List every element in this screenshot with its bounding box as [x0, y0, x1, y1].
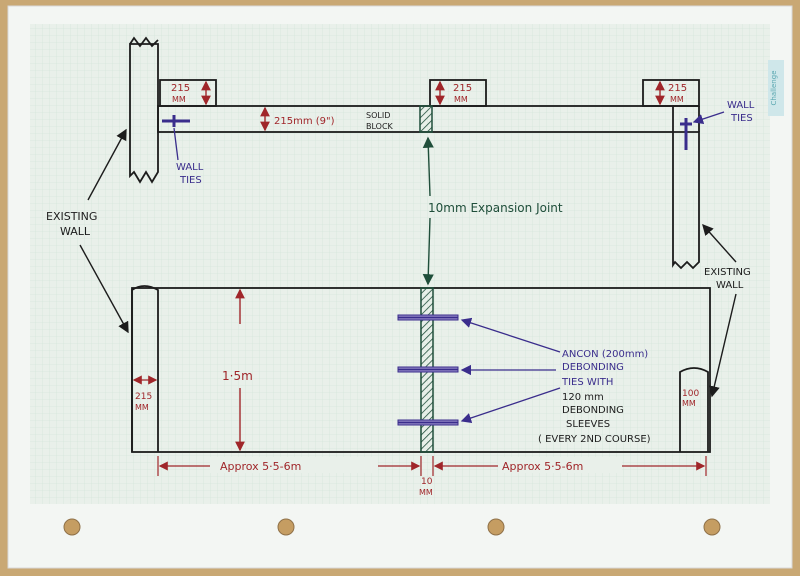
existing-wall-left-2: WALL [60, 225, 91, 238]
existing-wall-left [129, 43, 159, 184]
end-pier-right-elevation [679, 367, 709, 452]
pier-left-plan [159, 79, 217, 107]
end-pier-left-unit: MM [135, 403, 149, 412]
joint-width-value: 10 [421, 477, 433, 487]
wall-ties-right-2: TIES [730, 113, 753, 124]
expansion-joint-plan [419, 105, 433, 133]
punch-hole [487, 518, 505, 536]
wall-material-1: SOLID [366, 111, 390, 120]
existing-wall-right-arrow-down [708, 293, 737, 398]
main-wall-plan [157, 105, 674, 133]
existing-wall-left-arrow-down [79, 244, 129, 334]
existing-wall-right-arrow-up [702, 223, 737, 263]
pier-mid-unit: MM [454, 95, 468, 104]
wall-tie-left [162, 115, 190, 127]
pier-mid-value: 215 [453, 83, 472, 94]
brand-label: Challenge [770, 71, 778, 106]
ties-note-line-3: TIES WITH [561, 377, 613, 388]
debonding-tie [397, 314, 459, 321]
ties-note-line-5: DEBONDING [562, 405, 624, 416]
existing-wall-right [672, 131, 700, 270]
debonding-tie [397, 366, 459, 373]
punch-hole [63, 518, 81, 536]
expansion-joint-label: 10mm Expansion Joint [428, 201, 563, 215]
wall-ties-left-leader [173, 127, 179, 161]
pier-left-unit: MM [172, 95, 186, 104]
existing-wall-right-2: WALL [716, 280, 744, 291]
wall-ties-left-1: WALL [176, 162, 204, 173]
end-pier-left-value: 215 [135, 392, 152, 402]
ties-note-line-4: 120 mm [562, 392, 604, 403]
plan-view [129, 36, 700, 270]
ties-leader-1 [460, 317, 561, 353]
pier-left-value: 215 [171, 83, 190, 94]
punch-hole [703, 518, 721, 536]
ties-note-line-1: ANCON (200mm) [562, 349, 648, 360]
expansion-joint-arrow-down [422, 217, 434, 286]
wall-ties-right-1: WALL [727, 100, 755, 111]
length-right-label: Approx 5·5-6m [502, 460, 583, 473]
ties-note-line-7: ( EVERY 2ND COURSE) [538, 434, 651, 445]
ties-note-line-2: DEBONDING [562, 362, 624, 373]
expansion-joint-arrow-up [422, 136, 434, 197]
wall-ties-right-leader [692, 111, 725, 125]
wall-thickness-label: 215mm (9") [274, 116, 335, 127]
wall-material-2: BLOCK [366, 122, 394, 131]
height-label: 1·5m [222, 369, 253, 383]
ties-leader-3 [460, 387, 561, 424]
existing-wall-left-arrow-up [87, 128, 127, 201]
pier-right-unit: MM [670, 95, 684, 104]
ties-note-line-6: SLEEVES [566, 419, 610, 430]
end-pier-right-value: 100 [682, 389, 699, 399]
grid-lines [30, 24, 770, 504]
wall-tie-right [680, 118, 692, 150]
existing-wall-right-1: EXISTING [704, 267, 751, 278]
punch-holes [63, 518, 721, 536]
debonding-tie [397, 419, 459, 426]
length-left-label: Approx 5·5-6m [220, 460, 301, 473]
wall-ties-left-2: TIES [179, 175, 202, 186]
pier-right-value: 215 [668, 83, 687, 94]
end-pier-left-elevation [131, 285, 159, 452]
joint-width-unit: MM [419, 488, 433, 497]
end-pier-right-unit: MM [682, 399, 696, 408]
punch-hole [277, 518, 295, 536]
pier-mid-plan [429, 79, 487, 107]
brand-tab [768, 60, 784, 116]
pier-right-plan [642, 79, 700, 107]
existing-wall-left-1: EXISTING [46, 210, 97, 223]
